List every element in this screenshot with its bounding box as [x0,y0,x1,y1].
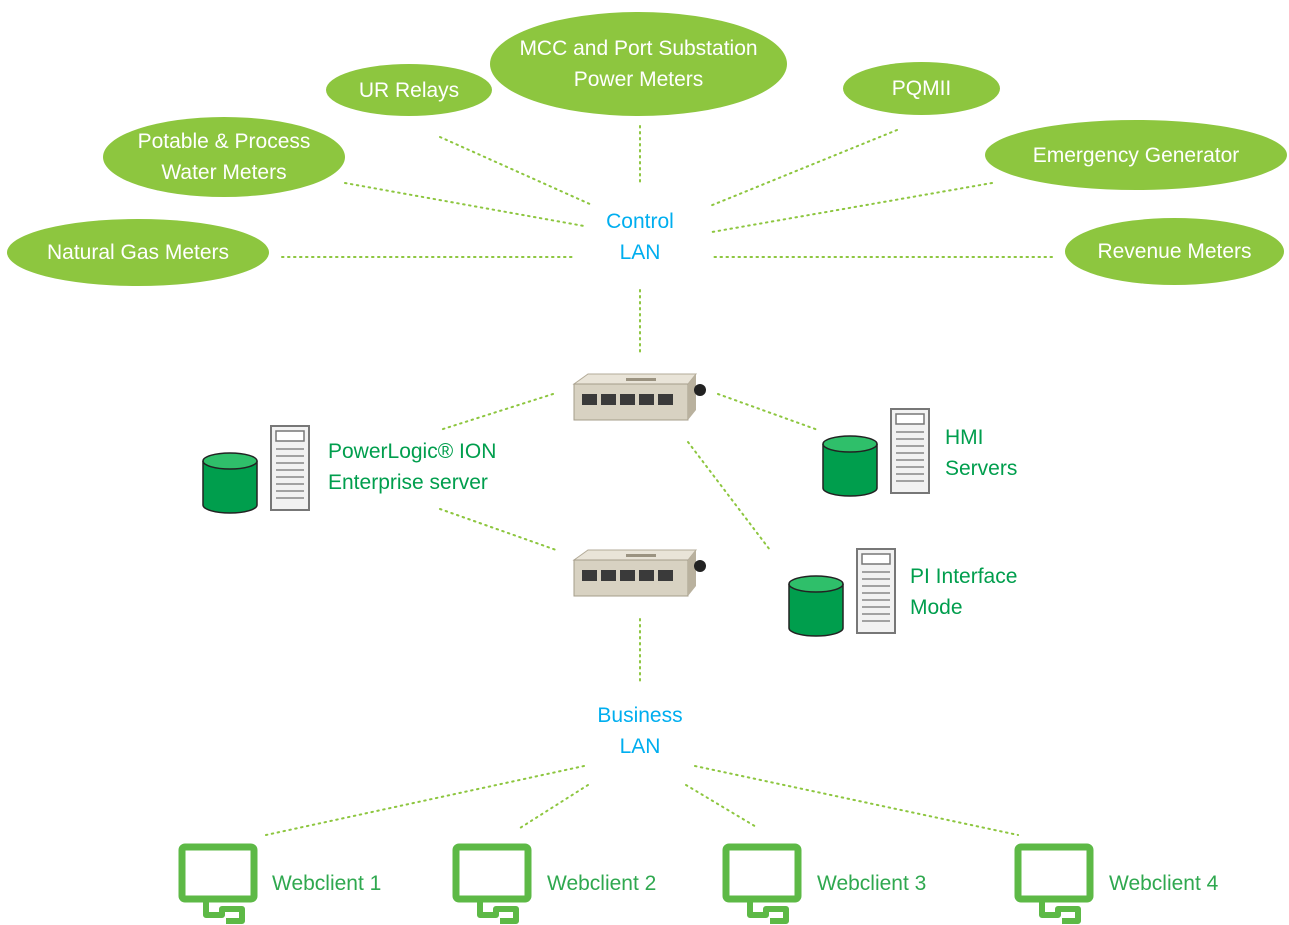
pi-interface-label: PI Interface Mode [910,565,1018,619]
webclient-3-label: Webclient 3 [817,872,927,895]
connector-emergency [711,182,993,233]
device-ur-relays: UR Relays [326,64,492,116]
connector-business-wc4 [694,765,1019,836]
network-switch-icon [572,373,706,421]
database-icon [202,452,258,514]
connector-switch-hmi [717,393,819,431]
control-lan-label: Control LAN [606,210,674,264]
device-potable-water-meters: Potable & Process Water Meters [103,117,345,197]
device-pqmii: PQMII [843,62,1000,115]
server-tower-icon [856,548,896,634]
monitor-icon [452,843,532,924]
connector-business-wc3 [685,784,759,829]
monitor-icon [1014,843,1094,924]
device-revenue-meters: Revenue Meters [1065,218,1284,285]
connector-switch-pi [687,441,771,551]
device-mcc-power-meters: MCC and Port Substation Power Meters [490,12,787,116]
hmi-servers-label: HMI Servers [945,426,1018,480]
business-lan-label: Business LAN [597,704,683,758]
server-tower-icon [890,408,930,494]
connector-switch-powerlogic [439,393,554,431]
connector-business-wc1 [265,765,585,836]
device-natural-gas-meters: Natural Gas Meters [7,219,269,286]
powerlogic-server-label: PowerLogic® ION Enterprise server [328,440,497,494]
server-tower-icon [270,425,310,511]
connector-powerlogic-switch2 [439,508,557,551]
webclient-4-label: Webclient 4 [1109,872,1219,895]
monitor-icon [178,843,258,924]
webclient-1-label: Webclient 1 [272,872,382,895]
monitor-icon [722,843,802,924]
webclient-2-label: Webclient 2 [547,872,657,895]
database-icon [822,435,878,497]
connector-ur-relays [439,136,593,206]
connector-potable-water [344,182,585,227]
device-emergency-generator: Emergency Generator [985,120,1287,190]
network-switch-icon [572,549,706,597]
connector-business-wc2 [519,784,589,829]
database-icon [788,575,844,637]
connector-pqmii [709,129,898,207]
